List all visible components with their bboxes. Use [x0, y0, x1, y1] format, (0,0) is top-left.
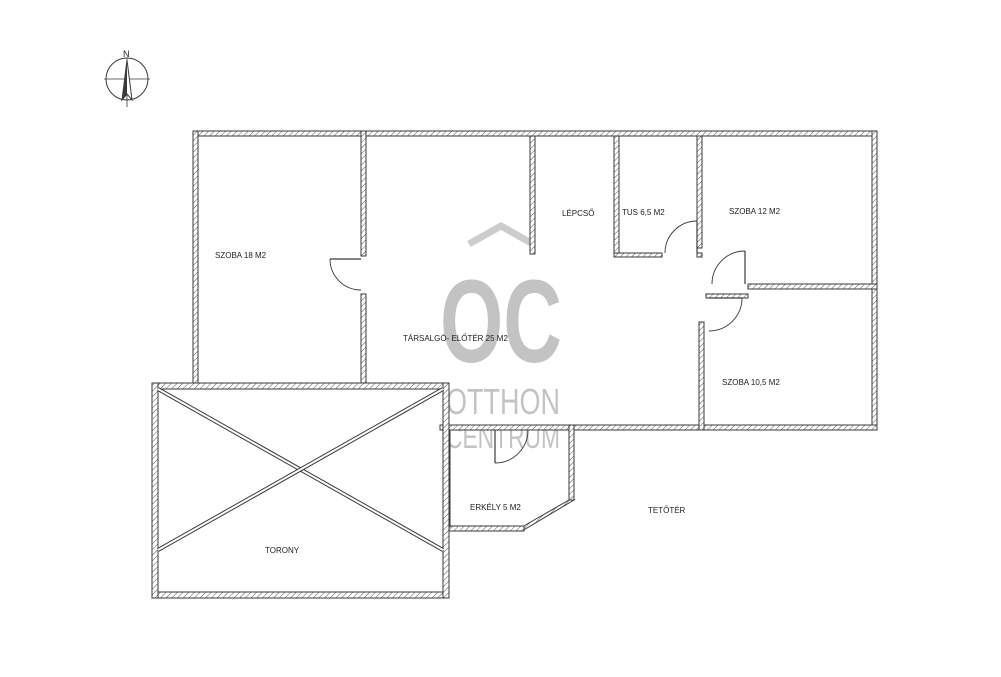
room-label-lepcso: LÉPCSŐ [562, 209, 594, 218]
room-label-torony: TORONY [265, 546, 300, 555]
watermark-logo: OC [440, 256, 562, 388]
room-label-szoba-12: SZOBA 12 M2 [729, 207, 781, 216]
room-label-szoba-10-5: SZOBA 10,5 M2 [722, 378, 780, 387]
compass-north-label: N [123, 49, 130, 59]
room-label-teteter: TETŐTÉR [648, 506, 686, 515]
room-label-tarsalgo: TÁRSALGÓ- ELŐTÉR 25 M2 [403, 334, 508, 343]
watermark-line1: OTTHON [446, 381, 560, 422]
watermark-line2: CENTRUM [446, 419, 560, 455]
room-labels: SZOBA 18 M2 TÁRSALGÓ- ELŐTÉR 25 M2 LÉPCS… [215, 207, 781, 555]
room-label-tus: TUS 6,5 M2 [622, 208, 665, 217]
doors [329, 220, 746, 464]
compass: N [104, 49, 150, 107]
tower [151, 382, 450, 599]
room-label-szoba-18: SZOBA 18 M2 [215, 251, 267, 260]
watermark-roof-icon [467, 221, 535, 248]
room-label-erkely: ERKÉLY 5 M2 [470, 503, 521, 512]
